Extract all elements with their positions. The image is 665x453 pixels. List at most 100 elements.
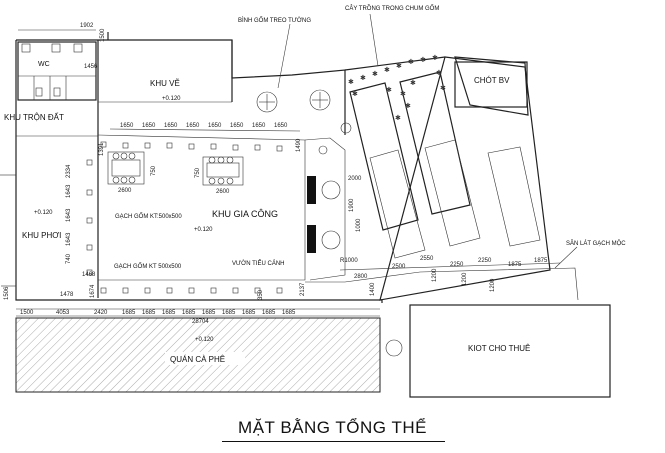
yard-boundary — [305, 267, 579, 301]
dim-top-5: 1650 — [208, 123, 222, 129]
dim-1200-b: 1200 — [462, 272, 468, 286]
container-row — [344, 56, 551, 301]
dim-1674: 1674 — [90, 284, 96, 298]
dim-1200-c: 1200 — [490, 278, 496, 292]
cafe-level: +0.120 — [195, 337, 214, 343]
cafe-block — [15, 317, 381, 393]
dim-table-2600-b: 2600 — [216, 189, 230, 195]
khu-gia-cong-label: KHU GIA CÔNG — [212, 209, 278, 219]
dim-2334: 2334 — [66, 164, 72, 178]
chot-bv-label: CHÓT BV — [474, 76, 510, 85]
svg-text:✱: ✱ — [372, 70, 378, 78]
svg-text:✱: ✱ — [408, 58, 414, 66]
dim-1643-a: 1643 — [66, 184, 72, 198]
binh-gom-label: BÌNH GỐM TREO TƯỜNG — [238, 17, 311, 24]
tree-1 — [256, 91, 278, 113]
dim-table-750-b: 750 — [195, 167, 201, 178]
dim-1468: 1468 — [82, 272, 96, 278]
svg-text:✱: ✱ — [396, 62, 402, 70]
khu-ve-level: +0.120 — [162, 96, 181, 102]
svg-text:✱: ✱ — [440, 84, 446, 92]
dim-bot-1: 2420 — [94, 310, 108, 316]
leader-lines — [277, 13, 578, 269]
dim-1500-top: 1500 — [100, 28, 106, 42]
dim-1875-b: 1875 — [534, 258, 548, 264]
dim-1506: 1506 — [4, 286, 10, 300]
svg-text:✱: ✱ — [405, 102, 411, 110]
dim-1875-a: 1875 — [508, 262, 522, 268]
gia-cong-level: +0.120 — [194, 227, 213, 233]
dim-1902: 1902 — [80, 23, 94, 29]
svg-text:✱: ✱ — [432, 54, 438, 62]
dim-2800: 2800 — [354, 274, 368, 280]
dim-1400: 1400 — [370, 282, 376, 296]
dim-top-1: 1650 — [120, 123, 134, 129]
dim-740: 740 — [66, 253, 72, 264]
svg-text:✱: ✱ — [386, 86, 392, 94]
tree-3 — [385, 339, 403, 357]
dim-2250-b: 2250 — [478, 258, 492, 264]
wc-label: WC — [38, 61, 50, 68]
dim-top-4: 1650 — [186, 123, 200, 129]
plan-title: MẶT BẰNG TỔNG THỂ — [238, 418, 427, 437]
quan-ca-phe-label: QUÁN CÀ PHÊ — [170, 355, 225, 364]
gach-gom-1-label: GẠCH GỐM KT:500x500 — [115, 213, 182, 220]
title-underline — [222, 441, 445, 442]
plant-pots: ✱✱✱✱✱✱✱✱ ✱✱✱✱✱✱✱✱ — [348, 54, 446, 122]
dim-r1000: R1000 — [340, 258, 358, 264]
dim-top-2: 1650 — [142, 123, 156, 129]
svg-text:✱: ✱ — [436, 69, 442, 77]
svg-text:✱: ✱ — [384, 66, 390, 74]
vuon-tieu-canh-label: VƯỜN TIỂU CẢNH — [232, 260, 285, 267]
dim-bot-5: 1685 — [182, 310, 196, 316]
svg-text:✱: ✱ — [348, 78, 354, 86]
dim-bot-2: 1685 — [122, 310, 136, 316]
dim-2550: 2550 — [420, 256, 434, 262]
dim-1500-bottom: 1500 — [20, 310, 34, 316]
dim-2250-a: 2250 — [450, 262, 464, 268]
khu-tron-dat-label: KHU TRỘN ĐẤT — [4, 112, 64, 122]
wc-block — [17, 41, 97, 101]
dim-top-8: 1650 — [274, 123, 288, 129]
dim-bot-4: 1685 — [162, 310, 176, 316]
svg-text:✱: ✱ — [410, 79, 416, 87]
dim-bot-8: 1685 — [242, 310, 256, 316]
tree-2 — [309, 89, 331, 111]
dim-bot-3: 1685 — [142, 310, 156, 316]
dim-1478: 1478 — [60, 292, 74, 298]
dim-28704: 28704 — [192, 319, 209, 325]
kiot-block — [409, 304, 611, 398]
dim-1456: 1456 — [84, 64, 98, 70]
dimension-lines — [1, 29, 561, 317]
dim-table-2600-a: 2600 — [118, 188, 132, 194]
dim-350: 350 — [258, 289, 264, 300]
dim-bot-7: 1685 — [222, 310, 236, 316]
dim-bot-9: 1685 — [262, 310, 276, 316]
dim-1643-b: 1643 — [66, 208, 72, 222]
dim-2137: 2137 — [300, 282, 306, 296]
dim-1490: 1490 — [296, 138, 302, 152]
khu-ve-label: KHU VẼ — [150, 79, 180, 88]
dim-1900: 1900 — [349, 198, 355, 212]
khu-phoi-level: +0.120 — [34, 210, 53, 216]
dim-bot-10: 1685 — [282, 310, 296, 316]
svg-text:✱: ✱ — [420, 56, 426, 64]
dim-2000: 2000 — [348, 176, 362, 182]
main-building — [15, 32, 383, 303]
khu-phoi-label: KHU PHƠI — [22, 231, 61, 240]
cay-trong-label: CÂY TRỒNG TRONG CHUM GỐM — [345, 5, 439, 12]
dim-1000: 1000 — [356, 218, 362, 232]
gia-cong-area — [86, 134, 306, 294]
dim-top-3: 1650 — [164, 123, 178, 129]
san-lat-label: SÂN LÁT GẠCH MỘC — [566, 240, 626, 247]
dim-top-6: 1650 — [230, 123, 244, 129]
dim-bot-6: 1685 — [202, 310, 216, 316]
svg-text:✱: ✱ — [352, 90, 358, 98]
dim-4053: 4053 — [56, 310, 70, 316]
dim-1643-c: 1643 — [66, 232, 72, 246]
dim-1391: 1391 — [99, 142, 105, 156]
garden — [304, 122, 352, 281]
work-table-right — [202, 156, 244, 186]
dim-table-750-a: 750 — [151, 165, 157, 176]
svg-text:✱: ✱ — [395, 114, 401, 122]
